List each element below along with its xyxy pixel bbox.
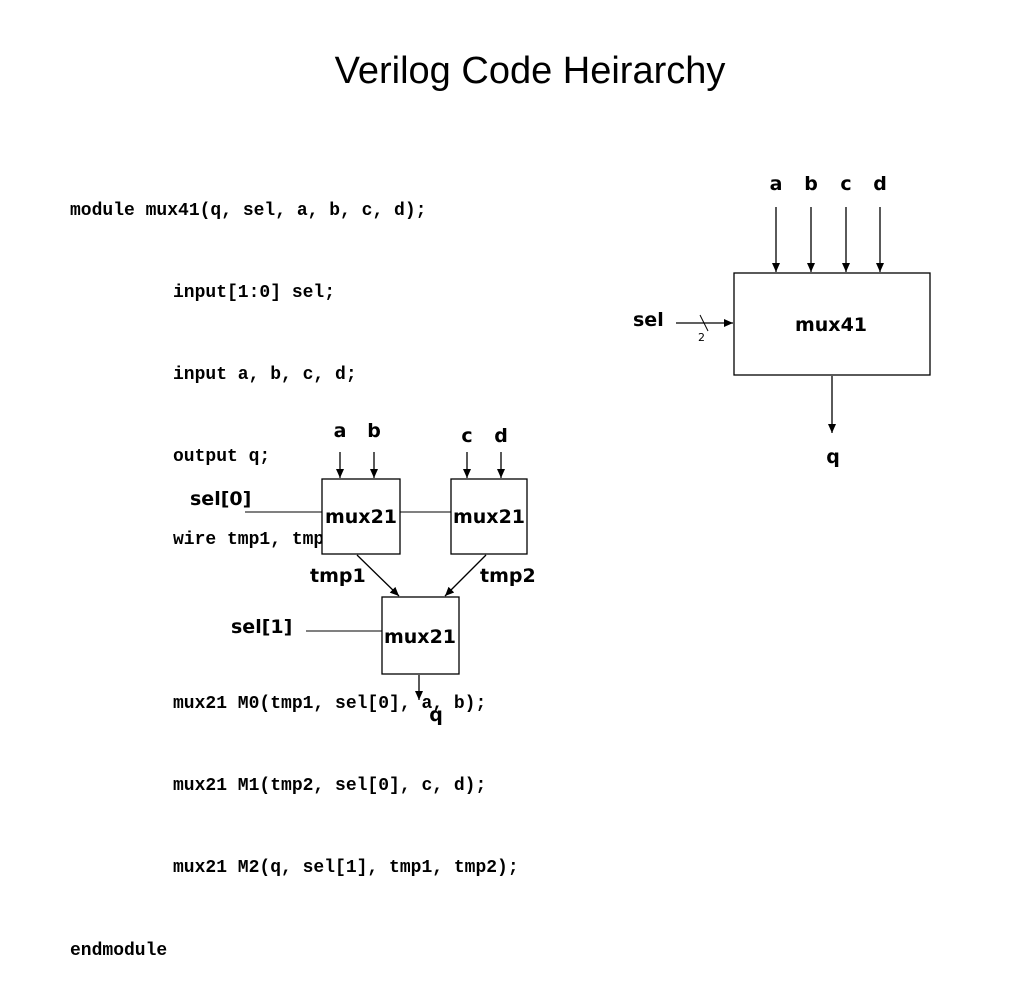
code-line: endmodule (70, 940, 168, 961)
sel1-label: sel[1] (231, 616, 292, 638)
mux21-m0-block (321, 478, 401, 555)
input-label-b: b (804, 173, 818, 195)
sel0-label: sel[0] (190, 488, 251, 510)
input-label-d: d (873, 173, 887, 195)
mux41-label: mux41 (795, 314, 867, 336)
slide-title: Verilog Code Heirarchy (334, 50, 726, 92)
m1-input-label-d: d (494, 425, 508, 447)
m0-input-label-a: a (334, 420, 347, 442)
m1-input-label-c: c (461, 425, 472, 447)
bus-slash (699, 314, 709, 332)
mux41-block (733, 272, 931, 376)
sel-label: sel (633, 309, 664, 331)
m2-output-label-q: q (429, 704, 443, 726)
tmp1-arrow (356, 554, 400, 597)
input-label-a: a (770, 173, 783, 195)
mux21-m1-label: mux21 (453, 506, 525, 528)
code-line: mux21 M0(tmp1, sel[0], a, b); (173, 694, 487, 715)
code-line: output q; (173, 447, 271, 468)
tmp2-arrow (444, 554, 487, 597)
bus-width-label: 2 (698, 331, 705, 344)
code-line: mux21 M1(tmp2, sel[0], c, d); (173, 776, 487, 797)
input-label-c: c (840, 173, 851, 195)
output-label-q: q (826, 446, 840, 468)
code-line: mux21 M2(q, sel[1], tmp1, tmp2); (173, 858, 519, 879)
mux21-m2-label: mux21 (384, 626, 456, 648)
code-line: module mux41(q, sel, a, b, c, d); (70, 200, 427, 221)
code-line: input a, b, c, d; (173, 365, 357, 386)
tmp1-label: tmp1 (310, 565, 366, 587)
mux21-m1-block (450, 478, 528, 555)
mux41-diagram: a b c d mux41 sel 2 q (633, 173, 931, 468)
code-line: input[1:0] sel; (173, 283, 336, 304)
m0-input-label-b: b (367, 420, 381, 442)
mux21-m2-block (381, 596, 460, 675)
mux21-m0-label: mux21 (325, 506, 397, 528)
tmp2-label: tmp2 (480, 565, 536, 587)
mux21-hierarchy-diagram: a b c d sel[0] mux21 mux21 tmp1 tmp2 sel… (190, 420, 536, 726)
mux-diagram: a b c d mux41 sel 2 q a b c d sel[0] (190, 173, 931, 726)
